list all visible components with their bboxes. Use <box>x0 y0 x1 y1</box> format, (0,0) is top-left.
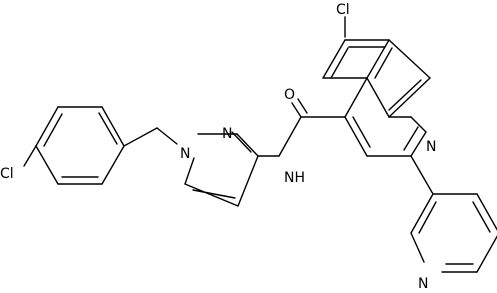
bond-c4-c3 <box>344 116 368 157</box>
bond-n1pz-c5pz <box>184 157 195 185</box>
bond-pyr-c4 <box>476 193 497 231</box>
bond-pyr-c5 <box>476 235 497 273</box>
atom-n-pyridine: N <box>418 276 428 292</box>
bonds <box>23 16 497 273</box>
bond-c8-c8a <box>388 77 431 118</box>
bond-pyr-c4-inner <box>472 201 491 233</box>
bond-c7-c8 <box>388 39 431 79</box>
atom-cl-benzyl: Cl <box>0 166 14 182</box>
bond-ar-c4 <box>35 106 59 147</box>
bond-c6-c5b <box>322 39 346 79</box>
bond-c5pz-c4pz-inner <box>192 189 236 199</box>
bond-c3pz-n2-inner <box>231 131 252 153</box>
bond-c4a-c5-inner <box>374 47 393 79</box>
bond-ar-c2 <box>101 106 125 147</box>
bond-ar-cl <box>23 145 37 167</box>
atom-cl-quinoline: Cl <box>336 2 350 18</box>
bond-pyr-c2-inner <box>418 201 437 234</box>
bond-n1pz-ch2 <box>156 127 178 145</box>
bond-ar-c4-inner <box>43 113 63 147</box>
atom-n-quinoline: N <box>426 139 436 155</box>
bond-c2-pyr <box>410 155 434 195</box>
bond-camide-o <box>291 102 302 118</box>
bond-n1-c8a <box>410 116 427 133</box>
bond-c3pz-n2 <box>236 133 259 157</box>
bond-pyr-c2 <box>410 193 434 234</box>
bond-pyr-n <box>410 232 425 263</box>
bond-ar-c5 <box>35 145 59 185</box>
bond-c8-c8a-inner <box>388 79 422 111</box>
atom-o-carbonyl: O <box>284 87 295 103</box>
bond-c2-n1-inner <box>403 126 419 151</box>
bond-ar-c1 <box>101 145 125 185</box>
bond-camide-n <box>278 116 302 157</box>
bond-c4a-c5 <box>366 39 390 79</box>
atom-labels: Cl O N NH N N Cl N <box>0 2 436 292</box>
bond-camide-o-double <box>297 98 308 114</box>
bond-ch2-ar <box>123 127 158 147</box>
atom-nh-amide: NH <box>284 170 305 186</box>
bond-c4pz-c3pz <box>237 155 259 207</box>
bond-c4a-c4 <box>344 77 368 118</box>
bond-c4-c3-inner <box>352 116 371 148</box>
bond-c8a-c4a <box>366 77 390 118</box>
bond-c6-c5b-inner <box>330 47 349 79</box>
bond-c2-n1 <box>410 131 427 157</box>
atom-n1-pyrazole: N <box>180 146 190 162</box>
bond-c5pz-c4pz <box>184 183 239 207</box>
bond-ar-c2-inner <box>98 112 118 145</box>
atom-n2-pyrazole: N <box>222 126 232 142</box>
